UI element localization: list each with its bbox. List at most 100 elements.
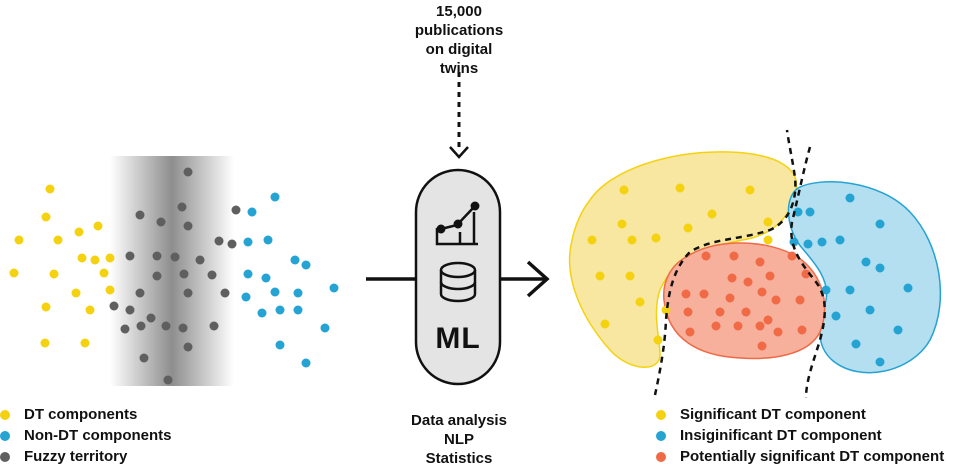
fuzzy-point	[170, 252, 180, 262]
insignificant-point	[835, 235, 845, 245]
fuzzy-point	[227, 239, 237, 249]
potentially-significant-point	[699, 289, 709, 299]
non-dt-component-point	[329, 283, 339, 293]
legend-item-non-dt-components: Non-DT components	[0, 425, 172, 446]
fuzzy-point	[183, 167, 193, 177]
legend-dot-yellow	[656, 409, 666, 420]
source-label-line-3: on digital	[425, 41, 493, 58]
non-dt-component-point	[270, 192, 280, 202]
fuzzy-point	[183, 221, 193, 231]
insignificant-point	[845, 285, 855, 295]
insignificant-point	[893, 325, 903, 335]
insignificant-point	[831, 311, 841, 321]
dt-component-point	[74, 227, 84, 237]
legend-dot-gray	[0, 451, 10, 462]
fuzzy-point	[136, 321, 146, 331]
potentially-significant-point	[729, 251, 739, 261]
dt-component-point	[90, 255, 100, 265]
legend-label: Significant DT component	[680, 406, 866, 423]
fuzzy-point	[135, 288, 145, 298]
insignificant-point	[851, 339, 861, 349]
significant-point	[683, 223, 693, 233]
potentially-significant-point	[701, 251, 711, 261]
potentially-significant-point	[765, 271, 775, 281]
potentially-significant-point	[681, 289, 691, 299]
dt-component-point	[41, 212, 51, 222]
potentially-significant-point	[801, 269, 811, 279]
potentially-significant-point	[755, 257, 765, 267]
legend-item-insignificant: Insiginificant DT component	[656, 425, 944, 446]
non-dt-component-point	[247, 207, 257, 217]
fuzzy-point	[161, 321, 171, 331]
legend-dot-orange	[656, 451, 666, 462]
left-legend: DT components Non-DT components Fuzzy te…	[0, 404, 172, 467]
significant-point	[675, 183, 685, 193]
dt-component-point	[80, 338, 90, 348]
fuzzy-point	[152, 251, 162, 261]
potentially-significant-point	[743, 277, 753, 287]
significant-point	[587, 235, 597, 245]
non-dt-component-point	[293, 305, 303, 315]
ml-label: ML	[435, 322, 481, 355]
non-dt-component-point	[263, 235, 273, 245]
dt-component-point	[41, 302, 51, 312]
dt-component-point	[85, 305, 95, 315]
significant-point	[600, 319, 610, 329]
significant-point	[619, 185, 629, 195]
non-dt-component-point	[275, 305, 285, 315]
source-label-line-4: twins	[439, 60, 479, 77]
legend-item-potentially-significant: Potentially significant DT component	[656, 446, 944, 467]
potentially-significant-point	[757, 341, 767, 351]
legend-item-dt-components: DT components	[0, 404, 172, 425]
significant-point	[651, 233, 661, 243]
potentially-significant-point	[773, 327, 783, 337]
non-dt-component-point	[243, 269, 253, 279]
insignificant-point	[875, 219, 885, 229]
fuzzy-point	[120, 324, 130, 334]
fuzzy-point	[125, 251, 135, 261]
non-dt-component-point	[293, 288, 303, 298]
decision-boundary-left	[653, 129, 797, 396]
non-dt-component-point	[241, 292, 251, 302]
main-arrow-head	[526, 260, 550, 298]
potentially-significant-point	[757, 287, 767, 297]
significant-point	[763, 235, 773, 245]
potentially-significant-point	[741, 307, 751, 317]
potentially-significant-point	[683, 307, 693, 317]
significant-point	[763, 217, 773, 227]
significant-point	[635, 297, 645, 307]
significant-point	[653, 335, 663, 345]
insignificant-point	[803, 239, 813, 249]
fuzzy-point	[183, 288, 193, 298]
fuzzy-point	[109, 301, 119, 311]
non-dt-component-point	[270, 287, 280, 297]
process-label-nlp: NLP	[444, 431, 474, 448]
fuzzy-point	[146, 313, 156, 323]
fuzzy-point	[183, 342, 193, 352]
potentially-significant-point	[685, 327, 695, 337]
fuzzy-territory-band	[110, 156, 234, 386]
non-dt-component-point	[261, 273, 271, 283]
insignificant-point	[861, 257, 871, 267]
process-label-statistics: Statistics	[425, 450, 493, 467]
non-dt-component-point	[290, 255, 300, 265]
fuzzy-point	[152, 271, 162, 281]
dt-component-point	[49, 269, 59, 279]
insignificant-point	[821, 285, 831, 295]
insignificant-point	[903, 283, 913, 293]
fuzzy-point	[163, 375, 173, 385]
non-dt-component-point	[301, 358, 311, 368]
legend-label: Potentially significant DT component	[680, 448, 945, 465]
fuzzy-point	[178, 323, 188, 333]
potentially-significant-point	[795, 295, 805, 305]
process-label-data-analysis: Data analysis	[411, 412, 507, 429]
non-dt-component-point	[320, 323, 330, 333]
fuzzy-point	[231, 205, 241, 215]
legend-label: DT components	[24, 406, 138, 423]
dt-component-point	[45, 184, 55, 194]
insignificant-region	[787, 181, 942, 374]
process-labels: Data analysis NLP Statistics	[379, 411, 539, 468]
insignificant-point	[875, 357, 885, 367]
potentially-significant-point	[787, 251, 797, 261]
